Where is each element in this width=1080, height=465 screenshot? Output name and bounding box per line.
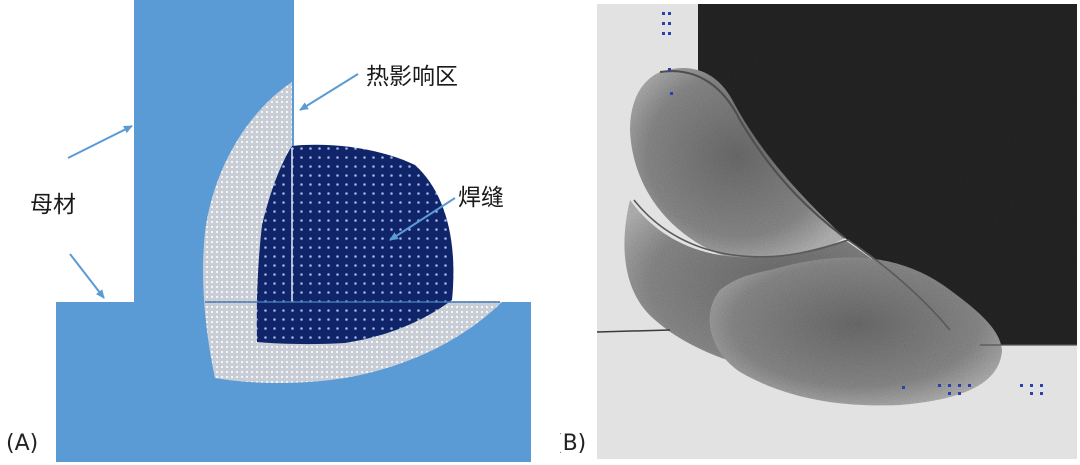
- haz-arrow: [299, 73, 359, 111]
- panel-a-schematic: 热影响区 母材 焊缝 (A): [6, 0, 531, 462]
- haz-label: 热影响区: [366, 64, 458, 90]
- plate-edge-line: [596, 329, 671, 333]
- panel-a-letter: (A): [6, 431, 38, 456]
- weld-arrow: [389, 197, 456, 241]
- panel-b-letter: (B): [560, 431, 586, 456]
- weld-bead-root: [630, 68, 845, 262]
- weld-bead-cap: [709, 257, 1002, 406]
- base-metal-arrow-lower: [69, 253, 105, 299]
- base-metal-label: 母材: [30, 192, 76, 218]
- indentation-marks: [662, 12, 1043, 395]
- fusion-boundary-upper: [659, 70, 846, 239]
- panel-b-macrograph: (B): [560, 0, 1080, 465]
- weld-beads: [624, 68, 1002, 406]
- heat-affected-zone: [203, 82, 502, 384]
- weld-bead: [256, 144, 454, 345]
- panel-a-svg: 热影响区 母材 焊缝 (A): [6, 0, 531, 462]
- base-metal-arrow-upper: [67, 125, 133, 159]
- dark-plate: [698, 4, 1077, 345]
- fusion-boundary-lower: [633, 199, 951, 331]
- weld-label: 焊缝: [458, 185, 504, 211]
- panel-b-svg: (B): [560, 4, 1077, 459]
